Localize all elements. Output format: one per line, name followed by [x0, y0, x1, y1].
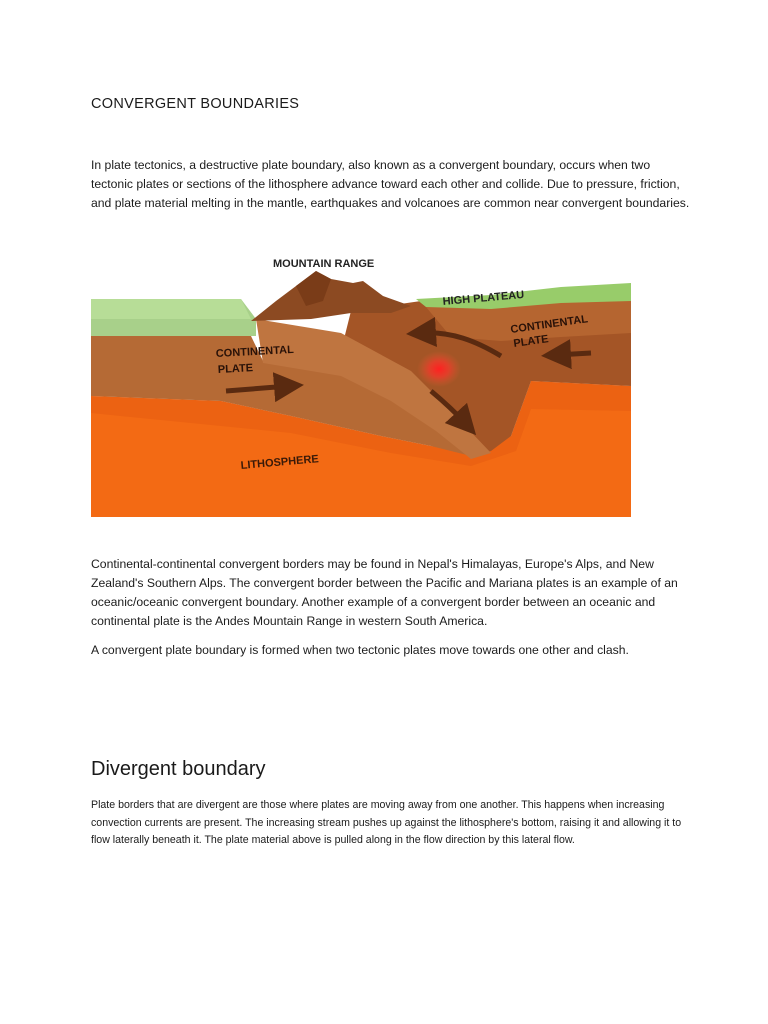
arrow-left-plate	[225, 372, 304, 403]
label-continental-left-2: PLATE	[218, 362, 254, 376]
arrow-up-left	[406, 317, 503, 359]
right-surface-plateau	[416, 283, 631, 309]
magma-hotspot	[417, 351, 461, 387]
label-continental-left-1: CONTINENTAL	[216, 344, 295, 360]
label-continental-right-2: PLATE	[513, 333, 550, 350]
arrow-right-plate	[541, 339, 592, 370]
section-title-divergent: Divergent boundary	[91, 758, 266, 780]
label-mountain-range: MOUNTAIN RANGE	[273, 258, 374, 270]
summary-paragraph: A convergent plate boundary is formed wh…	[91, 643, 629, 657]
section-title-convergent: CONVERGENT BOUNDARIES	[91, 96, 300, 112]
arrow-down-slab	[429, 389, 477, 436]
mountain-range	[251, 271, 411, 321]
divergent-paragraph: Plate borders that are divergent are tho…	[91, 799, 682, 846]
subducting-slab	[256, 319, 491, 459]
intro-paragraph: In plate tectonics, a destructive plate …	[91, 158, 690, 210]
examples-paragraph: Continental-continental convergent borde…	[91, 557, 678, 628]
convergent-boundary-diagram: MOUNTAIN RANGE HIGH PLATEAU CONTINENTAL …	[91, 241, 631, 517]
